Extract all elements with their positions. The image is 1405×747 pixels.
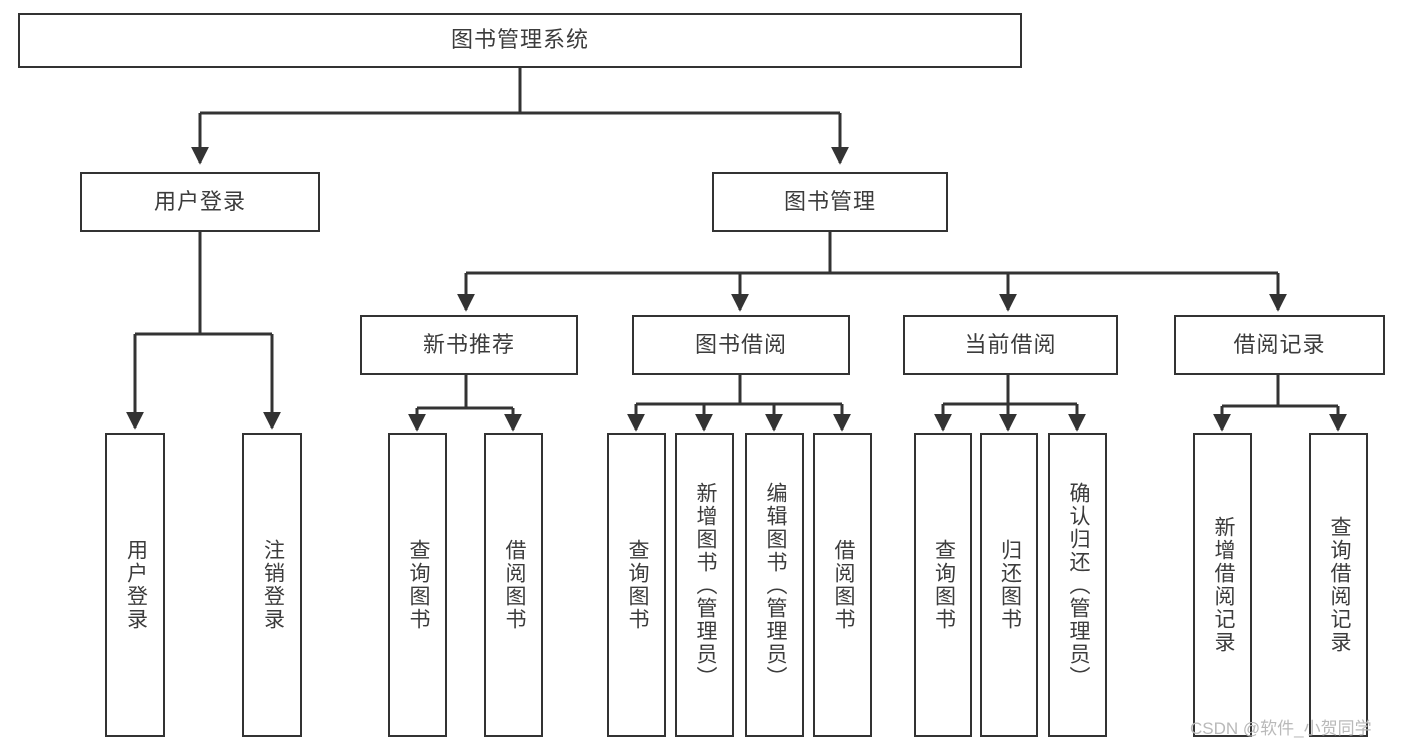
- node-label: 当前借阅: [964, 331, 1057, 357]
- node-label: 确认归还（管理员）: [1066, 481, 1090, 689]
- leaf-current-return-book[interactable]: 归还图书: [980, 433, 1038, 737]
- node-book-management[interactable]: 图书管理: [712, 172, 948, 232]
- node-label: 图书管理: [783, 188, 876, 214]
- node-label: 借阅记录: [1233, 331, 1326, 357]
- node-label: 归还图书: [998, 539, 1022, 631]
- leaf-new-book-query[interactable]: 查询图书: [388, 433, 447, 737]
- node-label: 图书管理系统: [450, 27, 589, 53]
- node-book-borrow[interactable]: 图书借阅: [632, 315, 850, 375]
- node-label: 编辑图书（管理员）: [763, 481, 787, 689]
- node-current-borrow[interactable]: 当前借阅: [903, 315, 1118, 375]
- node-label: 借阅图书: [831, 539, 855, 631]
- node-user-login[interactable]: 用户登录: [80, 172, 320, 232]
- csdn-watermark: CSDN @软件_小贺同学: [1190, 719, 1372, 738]
- leaf-record-add-record[interactable]: 新增借阅记录: [1193, 433, 1252, 737]
- node-label: 查询借阅记录: [1327, 516, 1351, 654]
- node-root-system[interactable]: 图书管理系统: [18, 13, 1022, 68]
- leaf-borrow-query-book[interactable]: 查询图书: [607, 433, 666, 737]
- leaf-current-confirm-return-admin[interactable]: 确认归还（管理员）: [1048, 433, 1107, 737]
- leaf-borrow-add-book-admin[interactable]: 新增图书（管理员）: [675, 433, 734, 737]
- node-label: 查询图书: [625, 539, 649, 631]
- leaf-record-query-record[interactable]: 查询借阅记录: [1309, 433, 1368, 737]
- node-label: 新增图书（管理员）: [693, 481, 717, 689]
- node-label: 图书借阅: [694, 331, 787, 357]
- node-label: 借阅图书: [502, 539, 526, 631]
- node-new-book-recommend[interactable]: 新书推荐: [360, 315, 578, 375]
- leaf-user-login-signout[interactable]: 注销登录: [242, 433, 302, 737]
- node-label: 新增借阅记录: [1211, 516, 1235, 654]
- node-label: 用户登录: [153, 188, 246, 214]
- node-label: 新书推荐: [422, 331, 515, 357]
- leaf-borrow-borrow-book[interactable]: 借阅图书: [813, 433, 872, 737]
- node-label: 查询图书: [932, 539, 956, 631]
- leaf-borrow-edit-book-admin[interactable]: 编辑图书（管理员）: [745, 433, 804, 737]
- leaf-new-book-borrow[interactable]: 借阅图书: [484, 433, 543, 737]
- node-borrow-record[interactable]: 借阅记录: [1174, 315, 1385, 375]
- node-label: 注销登录: [261, 539, 285, 631]
- leaf-current-query-book[interactable]: 查询图书: [914, 433, 972, 737]
- node-label: 查询图书: [406, 539, 430, 631]
- leaf-user-login-signin[interactable]: 用户登录: [105, 433, 165, 737]
- node-label: 用户登录: [124, 539, 148, 631]
